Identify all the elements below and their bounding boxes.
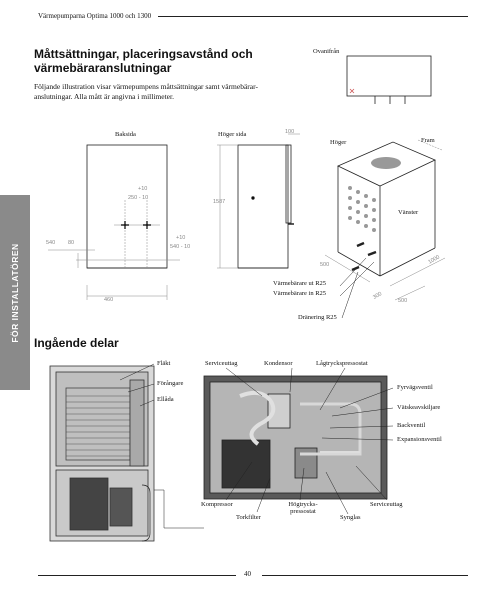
header-rule [158,16,468,17]
connection-label-drain: Dränering R25 [298,314,337,321]
section-title-dimensions: Måttsättningar, placeringsavstånd och vä… [34,47,253,75]
part-label: Kondensor [264,360,293,367]
dimension-label: 250 - 10 [128,195,149,201]
part-label: Ellåda [157,396,174,403]
part-label: Lågtryckspressostat [316,360,368,367]
part-label: Fyrvägsventil [397,384,433,391]
section-title-parts: Ingående delar [34,336,119,350]
view-label-left: Vänster [398,209,419,216]
isometric-drawing [324,139,446,319]
back-view-drawing [48,144,180,300]
leader-lines [119,363,394,529]
part-label: Torkfilter [236,514,261,521]
part-label: Synglas [340,514,361,521]
dimension-label: 540 [46,240,56,246]
dimension-label: 500 [320,262,330,268]
top-view-drawing [346,55,432,104]
view-label-right-side: Höger sida [218,131,247,138]
part-label: Serviceuttag [370,501,403,508]
dimension-label: 540 - 10 [170,244,191,250]
view-label-right: Höger [330,139,347,146]
part-label: Serviceuttag [205,360,238,367]
page-number: 40 [244,570,251,578]
part-label: Vätskeavskiljare [397,404,441,411]
dimension-label: 500 [398,298,408,304]
part-label: Fläkt [157,360,171,367]
view-label-front: Fram [421,137,435,144]
side-tab: FÖR INSTALLATÖREN [0,195,30,390]
view-label-back: Baksida [115,131,136,138]
part-label: Expansionsventil [397,436,442,443]
connection-label-out: Värmebärare ut R25 [273,280,327,287]
dimension-label: 100 [285,129,295,135]
part-label: Högtrycks- pressostat [288,501,318,515]
running-header: Värmepumparna Optima 1000 och 1300 [38,12,152,20]
dimension-label: 460 [104,297,114,303]
part-label: Backventil [397,422,426,429]
unit-illustration [49,365,155,542]
intro-paragraph: Följande illustration visar värmepumpens… [34,82,258,101]
part-label: Kompressor [201,501,233,508]
connection-label-in: Värmebärare in R25 [273,290,327,297]
right-side-view-drawing [217,133,300,269]
footer-rule-left [38,575,236,576]
dimension-label: 80 [68,240,75,246]
view-label-top: Ovanifrån [313,48,340,55]
machine-room-photo [203,375,388,500]
part-label: Förångare [157,380,184,387]
footer-rule-right [262,575,468,576]
dimension-label: +10 [176,235,186,241]
dimension-label: +10 [138,186,148,192]
dimension-label: 1587 [213,199,226,205]
